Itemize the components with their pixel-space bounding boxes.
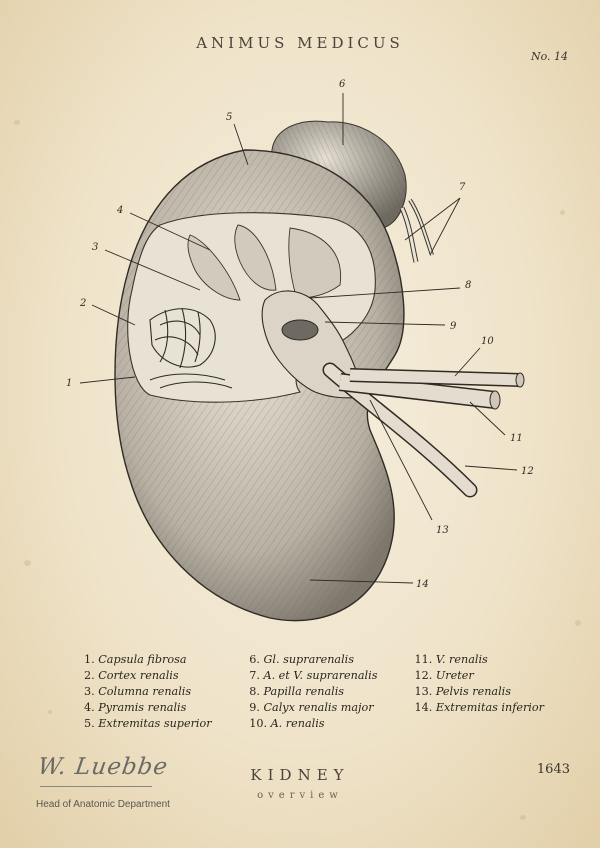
callout-7: 7: [459, 182, 466, 193]
paper-stain: [560, 210, 565, 215]
renal-pyramid: [187, 234, 241, 301]
paper-stain: [520, 815, 526, 820]
legend-item: 5. Extremitas superior: [84, 717, 212, 730]
paper-stain: [575, 620, 581, 626]
legend-item: 6. Gl. suprarenalis: [249, 653, 354, 666]
callout-10: 10: [481, 336, 494, 347]
legend-column-2: 6. Gl. suprarenalis 7. A. et V. supraren…: [249, 652, 392, 731]
callout-4: 4: [116, 205, 123, 216]
callout-13: 13: [436, 525, 449, 536]
legend-item: 2. Cortex renalis: [84, 669, 179, 682]
callout-9: 9: [450, 321, 457, 332]
legend-item: 10. A. renalis: [249, 717, 325, 730]
callout-5: 5: [226, 112, 232, 123]
plate-number: No. 14: [530, 50, 568, 63]
footer-title: KIDNEY: [250, 766, 350, 784]
legend-column-3: 11. V. renalis 12. Ureter 13. Pelvis ren…: [414, 652, 544, 731]
legend-item: 3. Columna renalis: [84, 685, 192, 698]
callout-3: 3: [92, 242, 98, 253]
legend-item: 4. Pyramis renalis: [84, 701, 187, 714]
signature-underline: [40, 786, 152, 787]
callout-1: 1: [66, 378, 72, 389]
page-title: ANIMUS MEDICUS: [196, 34, 404, 52]
callout-8: 8: [465, 280, 471, 291]
footer-subtitle: overview: [257, 790, 343, 801]
callout-14: 14: [416, 579, 429, 590]
legend-item: 12. Ureter: [414, 669, 474, 682]
year: 1643: [536, 762, 570, 777]
renal-pyramid: [234, 224, 277, 291]
callout-6: 6: [339, 79, 346, 90]
legend-item: 8. Papilla renalis: [249, 685, 345, 698]
callout-11: 11: [510, 433, 523, 444]
paper-stain: [24, 560, 31, 566]
legend-item: 9. Calyx renalis major: [249, 701, 374, 714]
paper-stain: [48, 710, 52, 714]
legend-item: 11. V. renalis: [414, 653, 488, 666]
legend: 1. Capsula fibrosa 2. Cortex renalis 3. …: [84, 652, 544, 731]
callout-12: 12: [521, 466, 534, 477]
legend-item: 13. Pelvis renalis: [414, 685, 511, 698]
legend-item: 7. A. et V. suprarenalis: [249, 669, 378, 682]
legend-column-1: 1. Capsula fibrosa 2. Cortex renalis 3. …: [84, 652, 227, 731]
interlobar-vessels: [149, 307, 233, 389]
legend-item: 14. Extremitas inferior: [414, 701, 544, 714]
kidney-illustration: 1 2 3 4 5 6 7 8 9 10 11 12 13 14: [66, 79, 534, 622]
legend-item: 1. Capsula fibrosa: [84, 653, 187, 666]
paper-stain: [14, 120, 20, 125]
renal-pyramid: [288, 227, 342, 298]
signature-caption: Head of Anatomic Department: [36, 799, 170, 810]
callout-2: 2: [79, 298, 86, 309]
